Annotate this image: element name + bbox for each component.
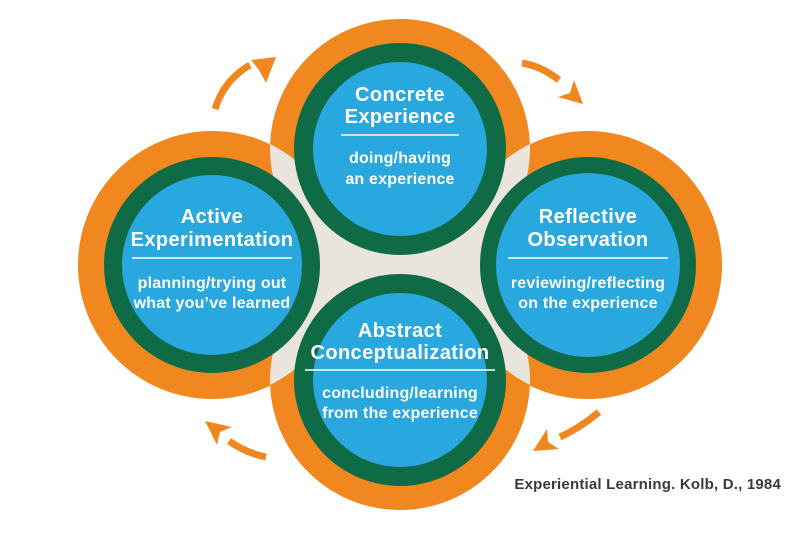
arrow-concrete-to-reflective (521, 59, 583, 104)
blue-circle-left (122, 175, 302, 355)
arrow-shaft (226, 438, 267, 461)
node-active-experimentation: Active Experimentation planning/trying o… (104, 157, 320, 373)
node-title-line2: Conceptualization (310, 342, 489, 364)
node-title-line1: Active (181, 206, 243, 228)
arrowhead-down-right-icon (558, 80, 583, 104)
arrow-abstract-to-active (205, 421, 267, 461)
blue-circle-top (313, 62, 487, 236)
arrow-shaft (211, 61, 252, 111)
arrow-shaft (558, 409, 602, 441)
node-title-line1: Reflective (539, 206, 638, 228)
node-desc-line1: doing/having (349, 150, 451, 167)
arrowhead-down-left-icon (533, 429, 559, 451)
node-title-line1: Concrete (355, 84, 445, 106)
blue-circle-right (496, 173, 680, 357)
arrow-shaft (521, 59, 562, 83)
node-title-line2: Experience (345, 106, 456, 128)
node-title-line2: Observation (527, 229, 648, 251)
node-desc-line1: planning/trying out (138, 275, 287, 292)
node-abstract-conceptualization: Abstract Conceptualization concluding/le… (294, 274, 506, 486)
node-title-line1: Abstract (358, 320, 442, 342)
citation-text: Experiential Learning. Kolb, D., 1984 (514, 476, 781, 493)
node-concrete-experience: Concrete Experience doing/having an expe… (294, 43, 506, 255)
node-reflective-observation: Reflective Observation reviewing/reflect… (480, 157, 696, 373)
node-desc-line2: an experience (345, 171, 454, 188)
node-desc-line2: from the experience (322, 405, 478, 422)
center-background (269, 144, 531, 385)
arrowhead-up-right-icon (251, 57, 276, 83)
node-desc-line1: concluding/learning (322, 385, 478, 402)
arrow-active-to-concrete (211, 57, 276, 111)
arrow-reflective-to-abstract (533, 409, 602, 451)
node-desc-line2: on the experience (518, 295, 657, 312)
blue-circle-bottom (313, 293, 487, 467)
node-desc-line2: what you’ve learned (133, 295, 291, 312)
node-desc-line1: reviewing/reflecting (511, 275, 665, 292)
node-title-line2: Experimentation (131, 229, 294, 251)
arrowhead-up-left-icon (205, 421, 232, 445)
